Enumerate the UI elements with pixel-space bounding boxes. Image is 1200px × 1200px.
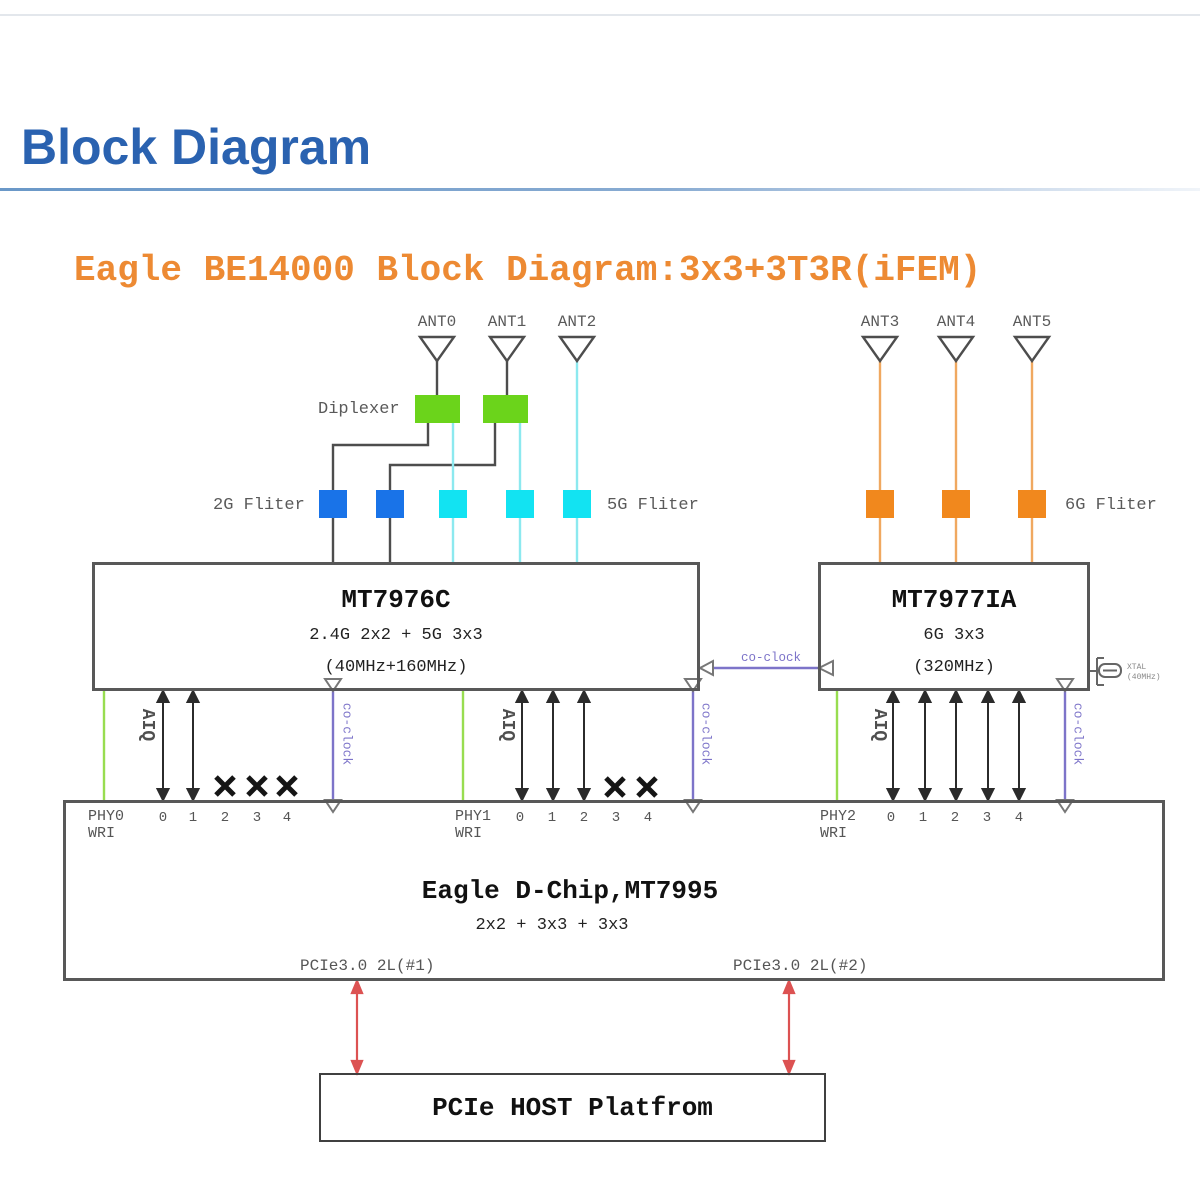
pcie-host-box: PCIe HOST Platfrom [319,1073,826,1142]
aiq-label-phy2: AIQ [869,708,889,742]
dchip-spec: 2x2 + 3x3 + 3x3 [475,916,629,935]
ant2-label: ANT2 [557,313,597,331]
diplexer-label: Diplexer [318,400,400,419]
filter-2g-box-1 [319,490,347,518]
mt7977ia-name: MT7977IA [891,585,1017,615]
filter-2g-label: 2G Fliter [213,496,305,515]
filter-2g-box-2 [376,490,404,518]
chip-mt7977ia: MT7977IA 6G 3x3 (320MHz) [818,562,1090,691]
phy1-port-2: 2 [579,810,589,826]
phy2-iface: WRI [820,825,848,842]
filter-6g-box-2 [942,490,970,518]
co-clock-label-phy0: co-clock [339,702,355,766]
co-clock-label-phy1: co-clock [698,702,714,766]
ant4-label: ANT4 [936,313,976,331]
dchip-pcie2-label: PCIe3.0 2L(#2) [733,957,868,975]
xtal-freq: (40MHz) [1127,673,1161,682]
diplexer-box-1 [415,395,460,423]
ant0-label: ANT0 [417,313,457,331]
mt7976c-spec: 2.4G 2x2 + 5G 3x3 [309,626,483,645]
5g-lines [451,360,579,562]
antenna-icons [417,335,1052,364]
co-clock-arrowheads [323,659,1075,814]
phy1-port-0: 0 [515,810,525,826]
phy2-port-4: 4 [1014,810,1024,826]
dchip-name: Eagle D-Chip,MT7995 [421,876,719,906]
page-title: Block Diagram [21,119,372,175]
filter-5g-box-1 [439,490,467,518]
port-disabled-x-marks [214,775,658,798]
port-arrows [155,688,1027,803]
co-clock-label-phy2: co-clock [1070,702,1086,766]
phy1-port-4: 4 [643,810,653,826]
aiq-label-phy1: AIQ [497,708,517,742]
filter-6g-box-3 [1018,490,1046,518]
phy0-port-3: 3 [252,810,262,826]
top-divider [0,14,1200,16]
phy2-port-0: 0 [886,810,896,826]
co-clock-label-horizontal: co-clock [740,651,802,665]
mt7977ia-band: (320MHz) [913,658,995,677]
phy0-port-0: 0 [158,810,168,826]
xtal-icon [1090,657,1122,686]
mt7977ia-spec: 6G 3x3 [923,626,985,645]
chip-mt7976c: MT7976C 2.4G 2x2 + 5G 3x3 (40MHz+160MHz) [92,562,700,691]
pcie-arrows [350,978,796,1076]
phy0-port-4: 4 [282,810,292,826]
mt7976c-name: MT7976C [341,585,451,615]
filter-5g-box-3 [563,490,591,518]
mt7976c-band: (40MHz+160MHz) [324,658,468,677]
phy0-port-2: 2 [220,810,230,826]
phy2-port-3: 3 [982,810,992,826]
6g-lines [878,360,1034,562]
aiq-lines [102,691,839,800]
filter-6g-label: 6G Fliter [1065,496,1157,515]
phy1-name: PHY1 [455,808,492,825]
dchip-pcie1-label: PCIe3.0 2L(#1) [300,957,435,975]
xtal-label: XTAL [1127,663,1147,672]
phy2-name: PHY2 [820,808,857,825]
chip-dchip [63,800,1165,981]
ant1-label: ANT1 [487,313,527,331]
filter-5g-box-2 [506,490,534,518]
ant5-label: ANT5 [1012,313,1052,331]
co-clock-lines [331,666,1067,800]
antenna-stem-lines [331,360,509,562]
phy0-iface: WRI [88,825,116,842]
filter-6g-box-1 [866,490,894,518]
phy2-port-1: 1 [918,810,928,826]
diplexer-box-2 [483,395,528,423]
ant3-label: ANT3 [860,313,900,331]
title-underline [0,188,1200,191]
phy1-port-3: 3 [611,810,621,826]
phy1-port-1: 1 [547,810,557,826]
phy0-name: PHY0 [88,808,125,825]
phy2-port-2: 2 [950,810,960,826]
phy0-port-1: 1 [188,810,198,826]
aiq-label-phy0: AIQ [137,708,157,742]
diagram-title: Eagle BE14000 Block Diagram:3x3+3T3R(iFE… [74,250,982,291]
pcie-host-name: PCIe HOST Platfrom [432,1092,713,1123]
filter-5g-label: 5G Fliter [607,496,699,515]
phy1-iface: WRI [455,825,483,842]
